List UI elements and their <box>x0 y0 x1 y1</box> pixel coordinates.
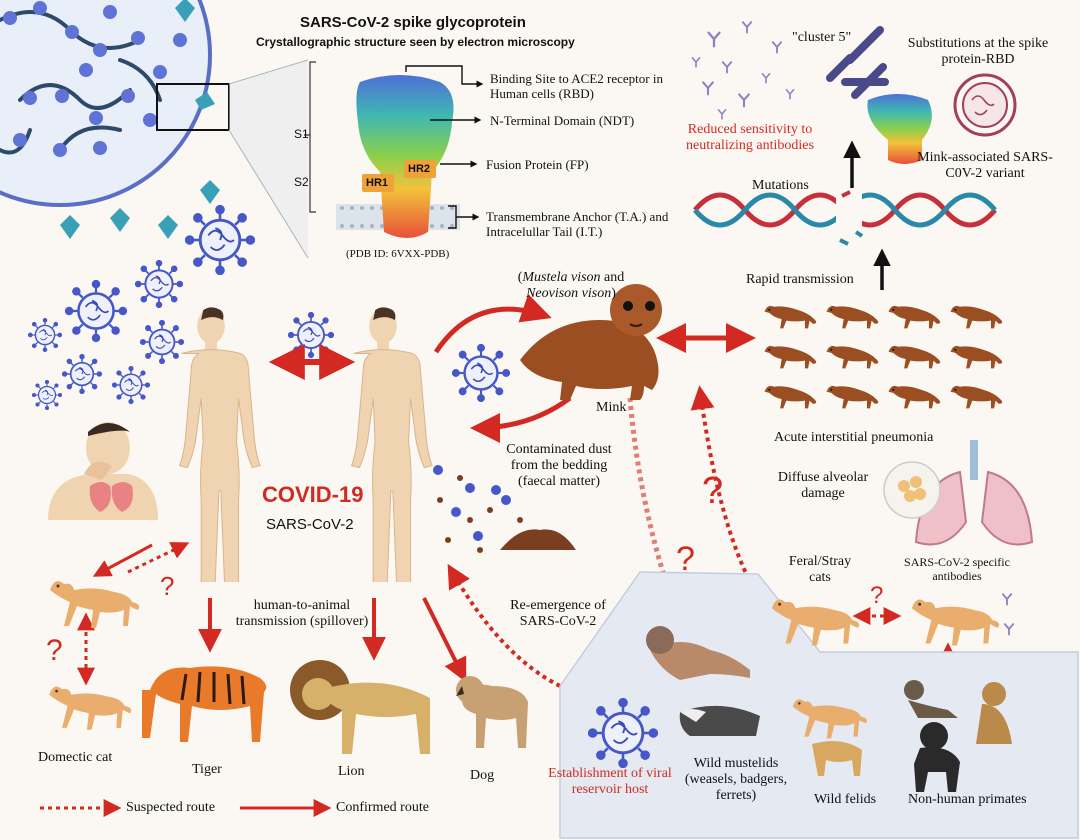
virus-icon <box>288 312 334 358</box>
mink-variant-virus-icon <box>953 73 1017 137</box>
diffuse-damage-label: Diffuse alveolar damage <box>777 470 869 502</box>
antibody-cluster <box>691 21 795 120</box>
mink-species-and: and <box>600 270 625 285</box>
mink-species-2: Neovison vison <box>526 286 612 302</box>
rapid-transmission-label: Rapid transmission <box>746 272 854 287</box>
hr2-label: HR2 <box>408 163 431 175</box>
wild-cat-illustration <box>812 741 862 776</box>
primates-illustration <box>904 680 1012 792</box>
lion-illustration <box>290 660 430 754</box>
virus-icon <box>140 320 184 364</box>
reemergence-label: Re-emergence of SARS-CoV-2 <box>510 598 606 630</box>
ta-label: Transmembrane Anchor (T.A.) and Intracel… <box>486 209 669 239</box>
lungs-illustration <box>883 440 1034 546</box>
substitutions-label: Substitutions at the spike protein-RBD <box>907 36 1049 68</box>
domestic-cat-label: Domectic cat <box>38 750 113 765</box>
mink-farm-grid <box>764 305 1003 409</box>
human-figure-left <box>179 306 261 582</box>
ferret-illustration <box>646 626 750 680</box>
question-mark: ? <box>702 470 724 512</box>
s1-label: S1 <box>294 127 309 141</box>
antibody-icon <box>1003 623 1015 636</box>
s2-label: S2 <box>294 175 309 189</box>
mink-species-1: Mustela vison <box>522 270 601 285</box>
feral-cat-illustration <box>911 599 1000 646</box>
question-mark: ? <box>870 582 884 609</box>
question-mark: ? <box>46 634 63 667</box>
badger-illustration <box>679 705 760 736</box>
virus-icon <box>65 280 127 342</box>
acute-pneumonia-label: Acute interstitial pneumonia <box>774 430 934 445</box>
tiger-illustration <box>142 666 267 742</box>
virus-icon <box>135 260 183 308</box>
reduced-sensitivity-label: Reduced sensitivity to neutralizing anti… <box>686 122 814 154</box>
specific-antibodies-label: SARS-CoV-2 specific antibodies <box>904 555 1010 583</box>
virus-particle-large <box>0 0 309 259</box>
virus-icon <box>112 366 150 404</box>
dog-illustration <box>456 676 528 748</box>
feral-cats-label: Feral/Stray cats <box>788 554 852 586</box>
spike-subtitle: Crystallographic structure seen by elect… <box>256 35 575 49</box>
lion-label: Lion <box>338 764 365 779</box>
mink-label: Mink <box>596 400 627 415</box>
spike-protein-icons <box>60 0 220 239</box>
virus-icon <box>28 318 62 352</box>
reservoir-virus-icon <box>588 698 658 768</box>
mutated-spike-icon <box>867 94 932 164</box>
spillover-label: human-to-animal transmission (spillover) <box>235 598 369 630</box>
legend-confirmed: Confirmed route <box>336 800 429 815</box>
spike-title: SARS-CoV-2 spike glycoprotein <box>300 14 526 31</box>
covid-title: COVID-19 <box>262 482 364 507</box>
ndt-label: N-Terminal Domain (NDT) <box>490 113 635 128</box>
rbd-label: Binding Site to ACE2 receptor in Human c… <box>490 71 663 101</box>
domestic-cat-illustration <box>49 686 132 730</box>
domestic-cat-illustration <box>50 581 140 628</box>
dog-label: Dog <box>470 768 495 783</box>
mutations-label: Mutations <box>752 178 809 193</box>
virus-icon <box>62 354 102 394</box>
confirmed-route-arrows <box>92 294 756 817</box>
mink-species-label: (Mustela vison and Neovison vison) <box>517 270 625 302</box>
question-mark: ? <box>160 571 175 601</box>
human-figure-right <box>351 306 433 582</box>
spike-structure <box>304 61 482 238</box>
hr1-label: HR1 <box>366 177 389 189</box>
virus-icon <box>452 344 510 402</box>
mutation-fragments <box>839 230 864 246</box>
wild-felids-label: Wild felids <box>814 792 877 807</box>
legend-suspected: Suspected route <box>126 800 216 815</box>
cluster-label: "cluster 5" <box>792 30 852 45</box>
mink-illustration <box>520 284 662 400</box>
coughing-patient <box>48 422 158 520</box>
primates-label: Non-human primates <box>908 792 1027 807</box>
contaminated-dust-label: Contaminated dust from the bedding (faec… <box>506 442 612 490</box>
question-mark: ? <box>676 540 695 578</box>
mutation-gap <box>836 192 862 232</box>
virus-icon <box>32 380 62 410</box>
antibody-icon <box>1001 593 1013 606</box>
reservoir-host-label: Establishment of viral reservoir host <box>548 766 672 798</box>
mink-variant-label: Mink-associated SARS-C0V-2 variant <box>917 150 1053 182</box>
fp-label: Fusion Protein (FP) <box>486 157 589 172</box>
sars-cov2-label: SARS-CoV-2 <box>266 516 354 533</box>
contaminated-dust <box>433 465 576 553</box>
wild-mustelids-label: Wild mustelids (weasels, badgers, ferret… <box>684 756 788 804</box>
tiger-label: Tiger <box>192 762 222 777</box>
pdb-label: (PDB ID: 6VXX-PDB) <box>346 248 450 260</box>
antibody-icon <box>826 26 889 99</box>
virus-icon <box>185 205 255 275</box>
